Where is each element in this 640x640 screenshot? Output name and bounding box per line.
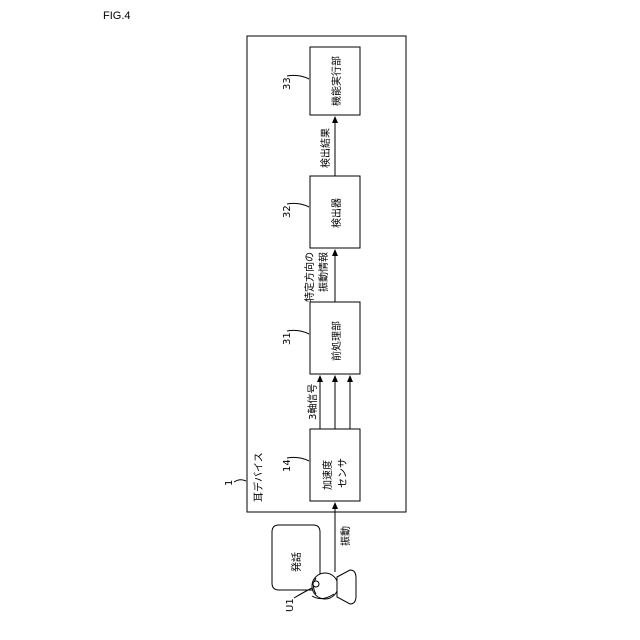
acceleration-sensor-box (310, 429, 360, 501)
preprocessing-unit-ref: 31 (282, 332, 293, 345)
three-axis-signal-label: 3軸信号 (306, 384, 319, 420)
direction-info-label-1: 特定方向の (303, 252, 316, 302)
acceleration-sensor-ref: 14 (282, 459, 293, 472)
vibration-label: 振動 (339, 526, 352, 546)
function-execution-unit-ref: 33 (282, 77, 293, 90)
detection-result-label: 検出結果 (319, 128, 332, 168)
user-ref: U1 (285, 598, 296, 612)
preprocessing-unit-label: 前処理部 (330, 321, 343, 361)
direction-info-label-2: 振動情報 (317, 252, 330, 292)
user-figure-icon (312, 570, 356, 604)
detector-ref: 32 (282, 205, 293, 218)
function-execution-unit-label: 機能実行部 (330, 56, 343, 106)
acceleration-sensor-label-1: 加速度 (321, 460, 334, 490)
detector-label: 検出器 (330, 198, 343, 228)
ear-device-label: 耳デバイス (252, 452, 265, 502)
speech-label: 発話 (290, 552, 303, 572)
ear-device-ref: 1 (224, 480, 235, 486)
ear-device-leader (234, 480, 246, 482)
acceleration-sensor-label-2: センサ (337, 458, 349, 488)
